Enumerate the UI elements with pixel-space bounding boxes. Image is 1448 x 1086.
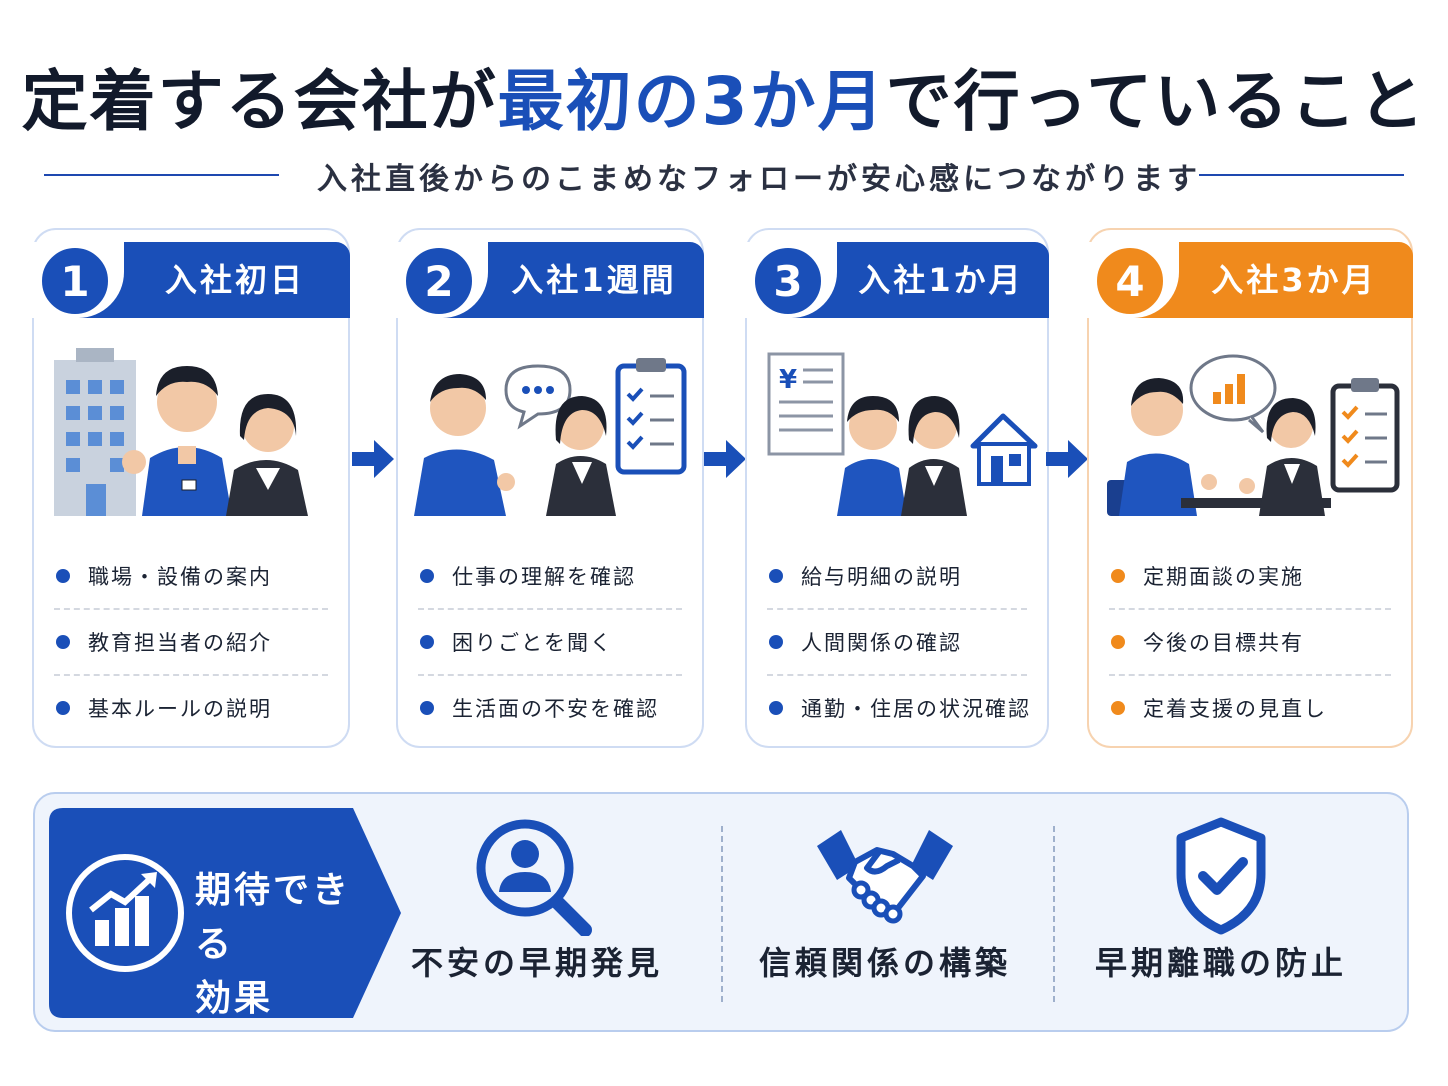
payslip-people-house-illustration: ¥ [767, 352, 1038, 516]
effect-label: 早期離職の防止 [1094, 944, 1347, 982]
arrow-right-icon [704, 440, 746, 478]
divider [1053, 826, 1055, 1002]
handshake-icon [817, 830, 953, 924]
list-item: 通勤・住居の状況確認 [767, 674, 1029, 740]
step-card-1: 入社初日 1 職場・設備の案内 教育担当者の紹介 基本ルールの説明 [32, 228, 350, 748]
list-item: 定着支援の見直し [1109, 674, 1391, 740]
effects-heading-line2: 効果 [195, 978, 274, 1019]
list-item: 生活面の不安を確認 [418, 674, 682, 740]
effects-heading-line1: 期待できる [195, 870, 352, 965]
interview-meeting-illustration [1107, 354, 1400, 516]
list-item: 給与明細の説明 [767, 544, 1027, 608]
title-part1: 定着する会社が [21, 63, 498, 140]
step-items: 給与明細の説明 人間関係の確認 通勤・住居の状況確認 [767, 544, 1029, 740]
step-items: 職場・設備の案内 教育担当者の紹介 基本ルールの説明 [54, 544, 328, 740]
step-card-4: 入社3か月 4 定期面談の実施 今後の目標共有 定着支援の見直し [1087, 228, 1413, 748]
arrow-right-icon [352, 440, 394, 478]
list-item: 人間関係の確認 [767, 608, 1027, 674]
list-item: 困りごとを聞く [418, 608, 682, 674]
step-items: 仕事の理解を確認 困りごとを聞く 生活面の不安を確認 [418, 544, 682, 740]
subtitle: 入社直後からのこまめなフォローが安心感につながります [317, 162, 1201, 197]
subtitle-rule-left [44, 174, 279, 176]
arrow-right-icon [1046, 440, 1088, 478]
list-item: 職場・設備の案内 [54, 544, 328, 608]
step-card-3: 入社1か月 3 ¥ 給与明細の説明 人間関係の確認 通勤・住居の状況確認 [745, 228, 1049, 748]
search-person-icon [476, 819, 592, 936]
effect-item: 早期離職の防止 [1071, 816, 1371, 1016]
step-label: 入社初日 [164, 261, 305, 299]
effect-label: 信頼関係の構築 [758, 944, 1011, 982]
shield-check-icon [1176, 817, 1266, 935]
step-number-badge: 4 [1093, 244, 1167, 318]
effect-item: 信頼関係の構築 [735, 816, 1035, 1016]
list-item: 定期面談の実施 [1109, 544, 1391, 608]
list-item: 今後の目標共有 [1109, 608, 1391, 674]
effects-heading: 期待できる 効果 [195, 864, 385, 1026]
page-title: 定着する会社が最初の3か月で行っていること [0, 48, 1448, 144]
title-highlight: 最初の3か月 [497, 63, 886, 140]
step-card-2: 入社1週間 2 仕事の理解を確認 困りごとを聞く 生活面の不安を確認 [396, 228, 704, 748]
subtitle-row: 入社直後からのこまめなフォローが安心感につながります [44, 150, 1404, 200]
step-number-badge: 1 [38, 244, 112, 318]
effects-heading-badge [49, 808, 401, 1018]
conversation-checklist-illustration [414, 358, 687, 516]
office-building-staff-illustration [54, 348, 308, 516]
step-items: 定期面談の実施 今後の目標共有 定着支援の見直し [1109, 544, 1391, 740]
step-number-badge: 2 [402, 244, 476, 318]
list-item: 教育担当者の紹介 [54, 608, 328, 674]
list-item: 仕事の理解を確認 [418, 544, 682, 608]
effect-label: 不安の早期発見 [410, 944, 663, 982]
step-label: 入社1週間 [511, 261, 677, 299]
title-part2: で行っていること [885, 63, 1427, 140]
effect-item: 不安の早期発見 [387, 816, 687, 1016]
step-number-badge: 3 [751, 244, 825, 318]
divider [721, 826, 723, 1002]
expected-effects-panel: 期待できる 効果 不安の早期発見 信頼関係の構築 早期離職の防止 [33, 792, 1409, 1032]
step-label: 入社3か月 [1211, 261, 1377, 299]
subtitle-rule-right [1199, 174, 1404, 176]
svg-text:¥: ¥ [779, 365, 797, 395]
list-item: 基本ルールの説明 [54, 674, 328, 740]
step-label: 入社1か月 [858, 261, 1024, 299]
